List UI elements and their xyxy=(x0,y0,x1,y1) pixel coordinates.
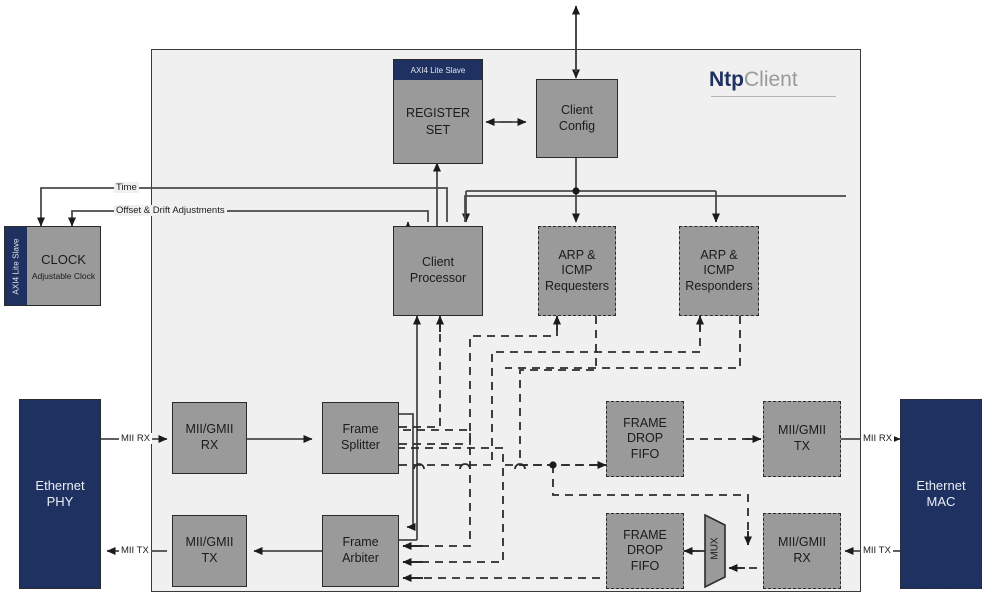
edge-label-mii-rx-left: MII RX xyxy=(119,433,153,444)
edge-label-offset-drift: Offset & Drift Adjustments xyxy=(114,205,227,216)
mux-shape xyxy=(704,513,726,589)
mii-gmii-tx-left-block[interactable]: MII/GMII TX xyxy=(172,515,247,587)
axi4-lite-slave-badge-clock: AXI4 Lite Slave xyxy=(5,227,27,305)
ethernet-mac-block[interactable]: Ethernet MAC xyxy=(900,399,982,589)
frame-arbiter-block[interactable]: Frame Arbiter xyxy=(322,515,399,587)
register-set-label: REGISTER SET xyxy=(394,80,482,163)
frame-drop-fifo-top-block[interactable]: FRAME DROP FIFO xyxy=(606,401,684,477)
clock-block[interactable]: AXI4 Lite Slave CLOCK Adjustable Clock xyxy=(4,226,101,306)
mux-label: MUX xyxy=(709,537,721,560)
title-underline xyxy=(711,96,836,97)
frame-drop-fifo-bottom-block[interactable]: FRAME DROP FIFO xyxy=(606,513,684,589)
mii-gmii-rx-right-block[interactable]: MII/GMII RX xyxy=(763,513,841,589)
clock-label: CLOCK Adjustable Clock xyxy=(27,227,100,305)
client-config-block[interactable]: Client Config xyxy=(536,79,618,158)
mii-gmii-rx-left-block[interactable]: MII/GMII RX xyxy=(172,402,247,474)
edge-label-mii-tx-left: MII TX xyxy=(119,545,151,556)
edge-label-time: Time xyxy=(114,182,139,193)
ethernet-phy-block[interactable]: Ethernet PHY xyxy=(19,399,101,589)
ntp-client-container xyxy=(151,49,861,592)
page-title: NtpClient xyxy=(709,68,798,92)
edge-label-mii-tx-right: MII TX xyxy=(861,545,893,556)
frame-splitter-block[interactable]: Frame Splitter xyxy=(322,402,399,474)
register-set-block[interactable]: AXI4 Lite Slave REGISTER SET xyxy=(393,59,483,164)
arp-icmp-requesters-block[interactable]: ARP & ICMP Requesters xyxy=(538,226,616,316)
axi4-lite-slave-badge: AXI4 Lite Slave xyxy=(394,60,482,80)
edge-label-mii-rx-right: MII RX xyxy=(861,433,895,444)
arp-icmp-responders-block[interactable]: ARP & ICMP Responders xyxy=(679,226,759,316)
title-bold: Ntp xyxy=(709,68,744,91)
client-processor-block[interactable]: Client Processor xyxy=(393,226,483,316)
title-light: Client xyxy=(744,68,798,91)
mii-gmii-tx-right-block[interactable]: MII/GMII TX xyxy=(763,401,841,477)
mux-block[interactable]: MUX xyxy=(703,513,727,589)
